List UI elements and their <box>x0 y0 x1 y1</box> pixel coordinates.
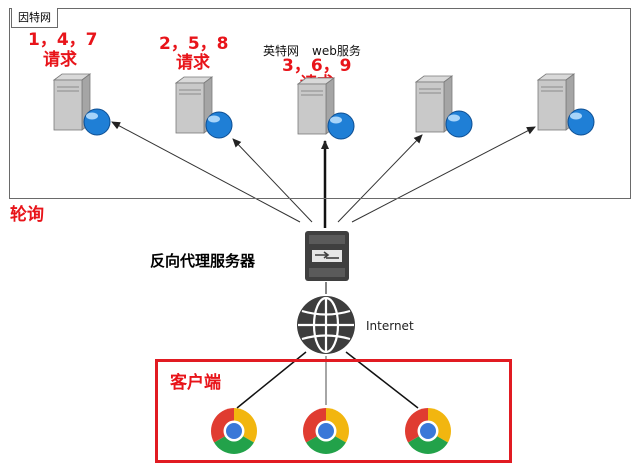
server-3-caption-b: web服务 <box>312 44 361 58</box>
internet-label: Internet <box>366 319 414 333</box>
arrow-to-server-5 <box>351 126 536 223</box>
server-cluster-frame <box>9 8 631 199</box>
client-label: 客户端 <box>170 373 221 393</box>
strategy-label: 轮询 <box>10 205 44 225</box>
server-2-request-word: 请求 <box>176 53 210 73</box>
client-frame <box>155 359 512 463</box>
arrow-to-server-1 <box>111 121 301 223</box>
server-3-request-numbers: 3，6，9 <box>282 56 352 76</box>
proxy-label: 反向代理服务器 <box>150 252 256 270</box>
cluster-label: 因特网 <box>11 8 58 28</box>
server-1-request-numbers: 1，4，7 <box>28 30 98 50</box>
server-1-request-word: 请求 <box>43 50 77 70</box>
server-3-caption-a: 英特网 <box>263 44 300 58</box>
server-2-request-numbers: 2，5，8 <box>159 34 229 54</box>
arrow-to-server-2 <box>232 138 313 223</box>
arrow-to-server-4 <box>337 134 423 223</box>
